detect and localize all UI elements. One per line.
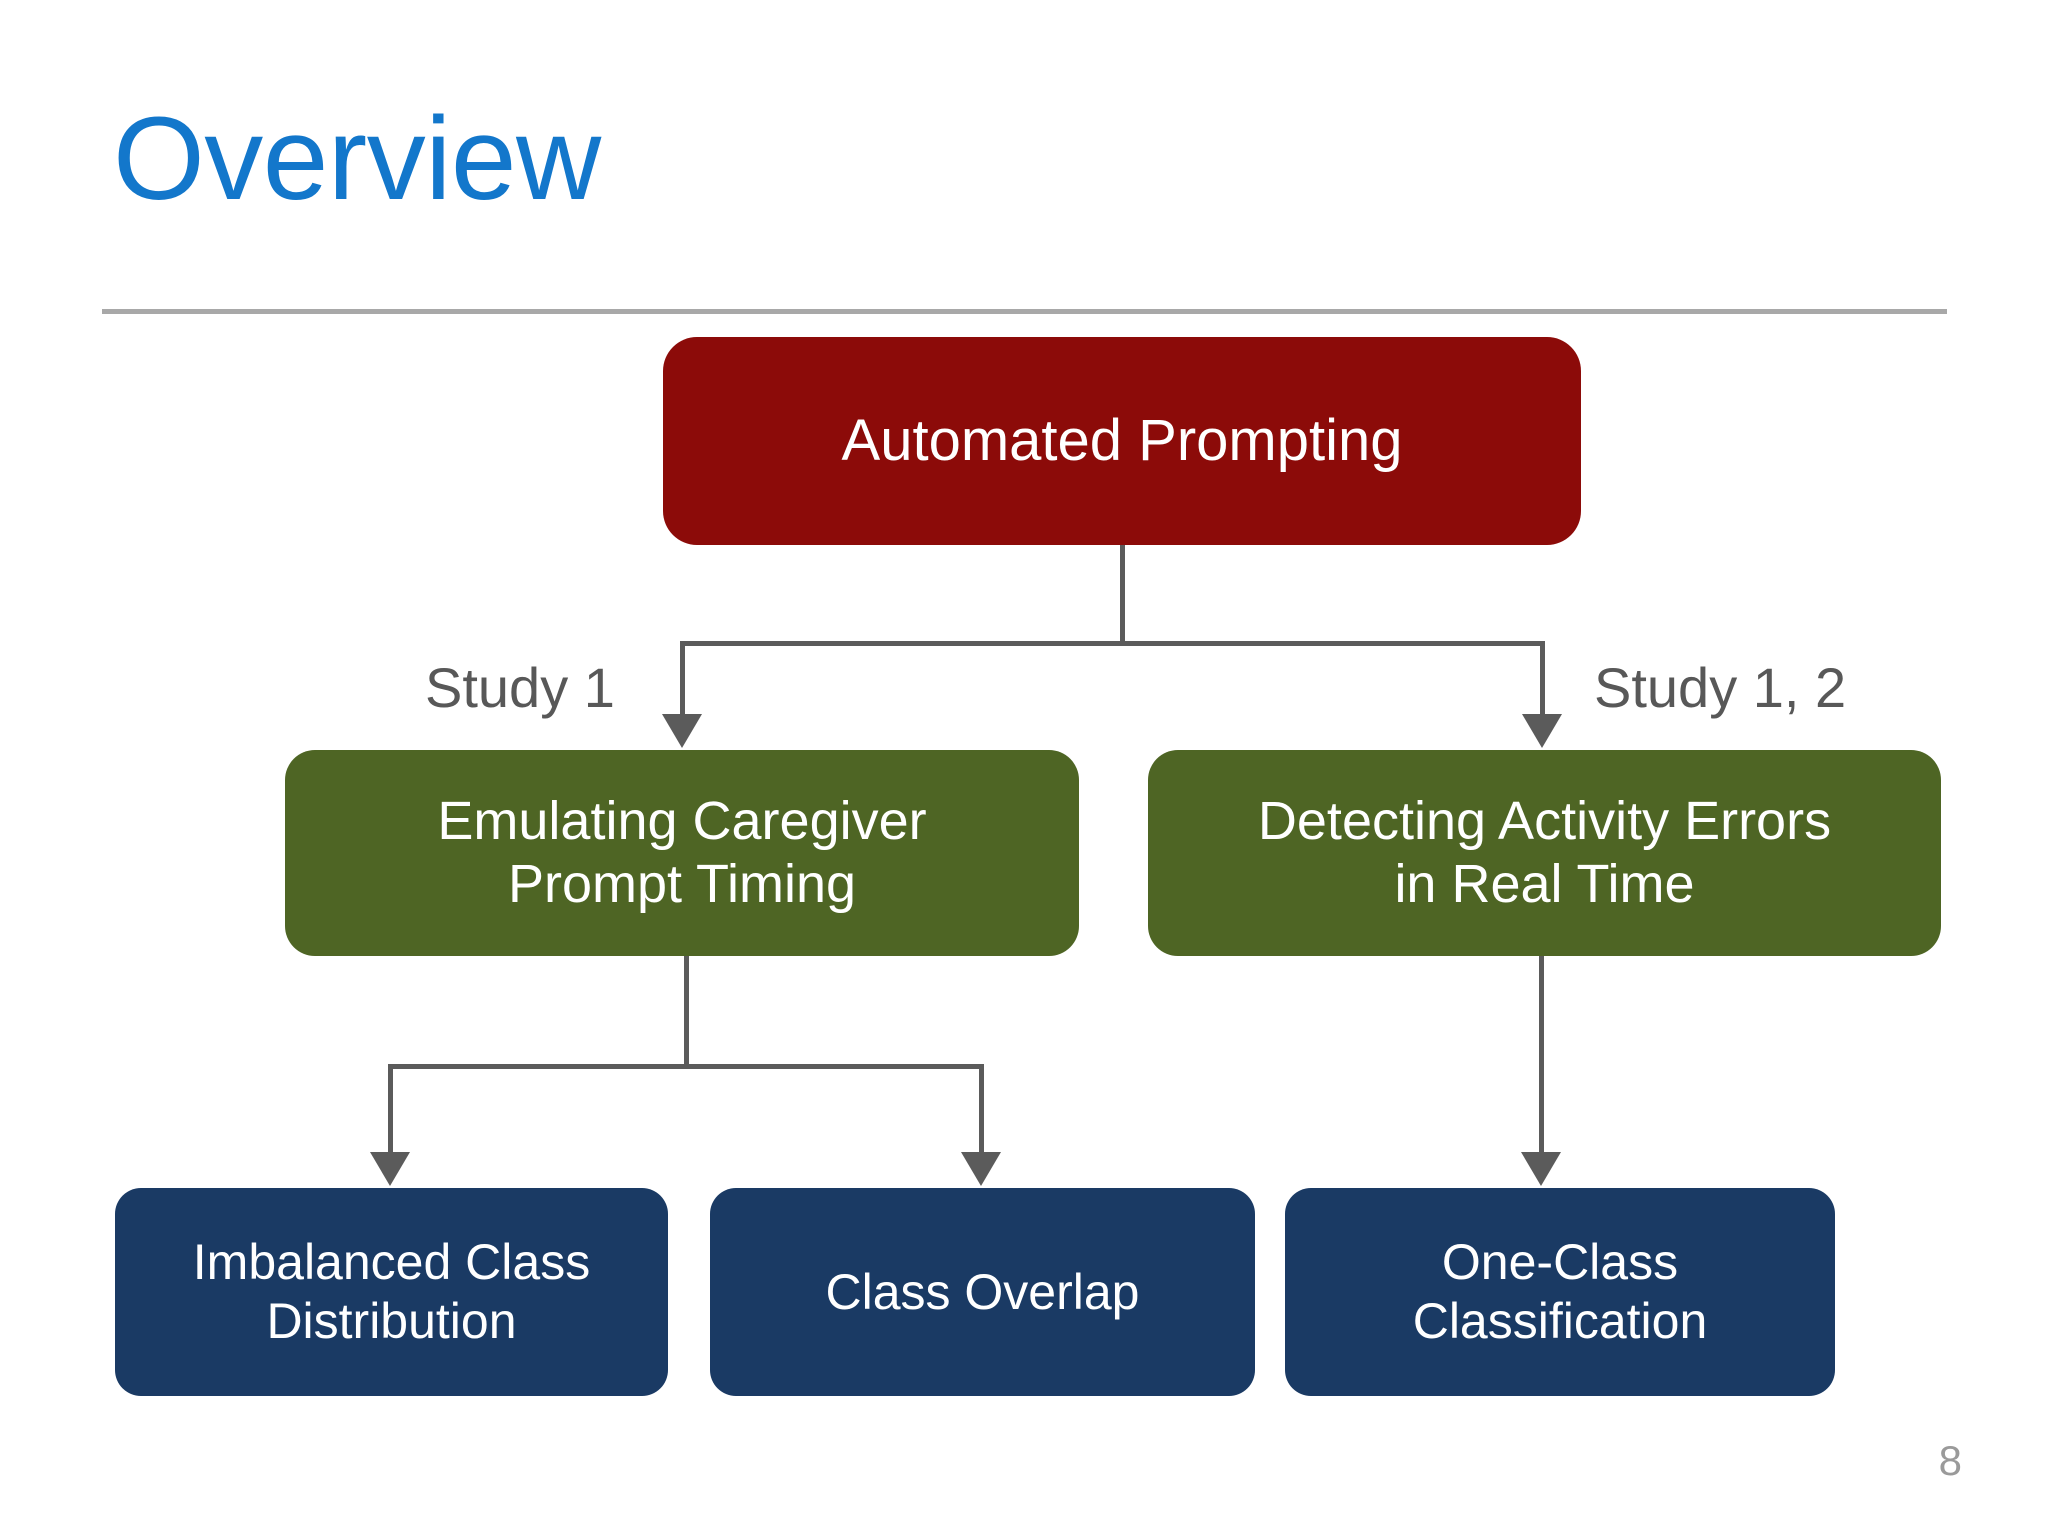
node-class-overlap[interactable]: Class Overlap <box>710 1188 1255 1396</box>
connector-to-one-class-classification <box>1539 956 1544 1154</box>
connector-to-class-overlap <box>979 1064 984 1154</box>
node-label-automated-prompting: Automated Prompting <box>841 407 1403 473</box>
node-detecting-activity-errors-in-real-time[interactable]: Detecting Activity Errors in Real Time <box>1148 750 1941 956</box>
node-label-class-overlap: Class Overlap <box>825 1263 1140 1320</box>
arrowhead-to-detecting-activity-errors <box>1522 714 1562 748</box>
connector-root-stem <box>1120 545 1125 645</box>
arrowhead-to-imbalanced-class-distribution <box>370 1152 410 1186</box>
connector-level1-bus <box>680 641 1545 646</box>
connector-to-imbalanced-class-distribution <box>388 1064 393 1154</box>
title-divider <box>102 309 1947 314</box>
page-title: Overview <box>113 93 601 225</box>
arrowhead-to-emulating-caregiver <box>662 714 702 748</box>
node-label-emulating-caregiver-prompt-timing: Emulating Caregiver Prompt Timing <box>437 791 927 914</box>
edge-label-study-1: Study 1 <box>425 656 615 719</box>
arrowhead-to-class-overlap <box>961 1152 1001 1186</box>
connector-level2-bus-left <box>388 1064 984 1069</box>
node-emulating-caregiver-prompt-timing[interactable]: Emulating Caregiver Prompt Timing <box>285 750 1079 956</box>
connector-to-detecting-activity-errors <box>1540 641 1545 716</box>
connector-to-emulating-caregiver <box>680 641 685 716</box>
node-label-imbalanced-class-distribution: Imbalanced Class Distribution <box>192 1234 591 1349</box>
edge-label-study-1-2: Study 1, 2 <box>1594 656 1847 719</box>
node-automated-prompting[interactable]: Automated Prompting <box>663 337 1581 545</box>
arrowhead-to-one-class-classification <box>1521 1152 1561 1186</box>
node-label-detecting-activity-errors-in-real-time: Detecting Activity Errors in Real Time <box>1257 791 1832 914</box>
page-number: 8 <box>1938 1437 1962 1484</box>
node-one-class-classification[interactable]: One-Class Classification <box>1285 1188 1835 1396</box>
connector-emulating-stem <box>684 956 689 1068</box>
node-imbalanced-class-distribution[interactable]: Imbalanced Class Distribution <box>115 1188 668 1396</box>
node-label-one-class-classification: One-Class Classification <box>1412 1234 1708 1349</box>
